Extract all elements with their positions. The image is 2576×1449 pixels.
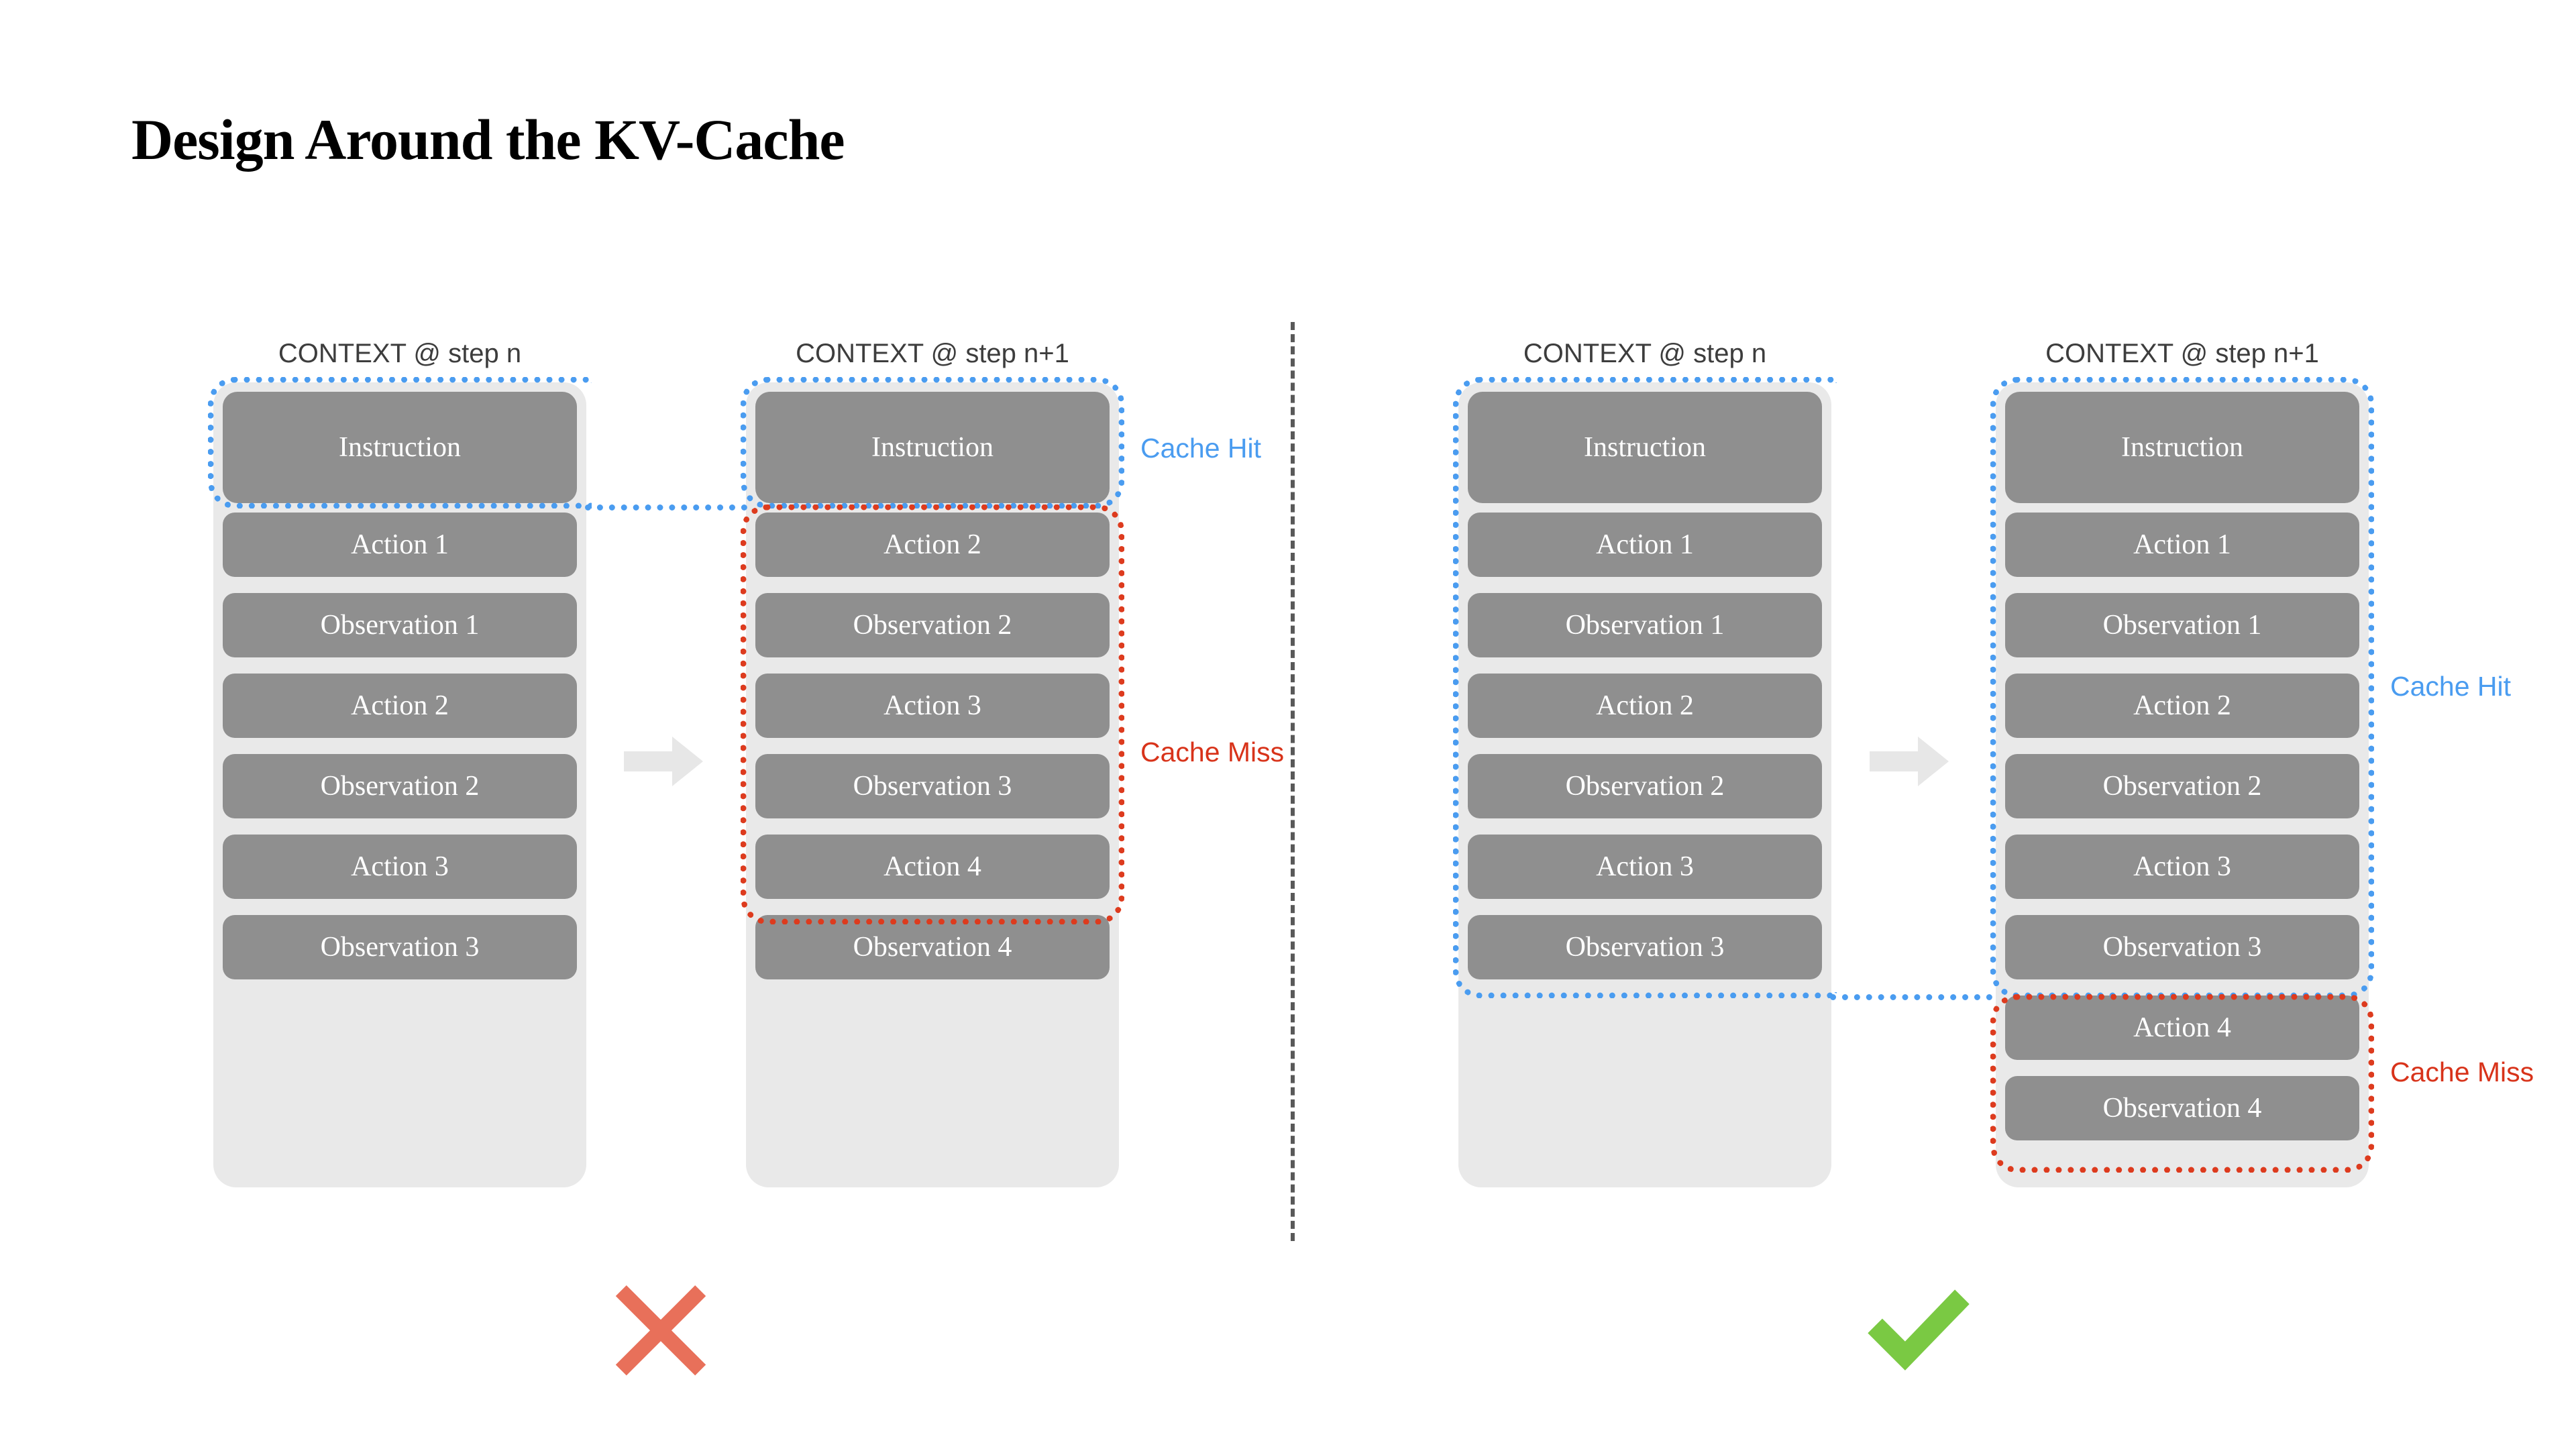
context-item-action-3[interactable]: Action 3: [1468, 835, 1822, 899]
context-item-observation-3[interactable]: Observation 3: [1468, 915, 1822, 979]
context-item-observation-1[interactable]: Observation 1: [1468, 593, 1822, 657]
context-item-observation-2[interactable]: Observation 2: [1468, 754, 1822, 818]
context-column-bad-step-n: Instruction Action 1 Observation 1 Actio…: [213, 382, 586, 1187]
context-item-instruction[interactable]: Instruction: [2005, 392, 2359, 503]
context-item-action-2[interactable]: Action 2: [223, 674, 577, 738]
context-item-action-1[interactable]: Action 1: [1468, 513, 1822, 577]
context-item-observation-3[interactable]: Observation 3: [223, 915, 577, 979]
cache-hit-connector-good: [1830, 994, 1992, 1000]
panel-divider: [1291, 322, 1295, 1241]
context-item-action-2[interactable]: Action 2: [2005, 674, 2359, 738]
context-item-observation-2[interactable]: Observation 2: [2005, 754, 2359, 818]
context-item-observation-1[interactable]: Observation 1: [2005, 593, 2359, 657]
context-item-action-2[interactable]: Action 2: [1468, 674, 1822, 738]
context-column-bad-step-n1: Instruction Action 2 Observation 2 Actio…: [746, 382, 1119, 1187]
column-header-good-step-n: CONTEXT @ step n: [1523, 339, 1767, 368]
context-item-observation-4[interactable]: Observation 4: [2005, 1076, 2359, 1140]
context-item-action-4[interactable]: Action 4: [755, 835, 1110, 899]
context-item-action-4[interactable]: Action 4: [2005, 996, 2359, 1060]
cache-miss-label-bad: Cache Miss: [1140, 737, 1285, 767]
context-item-observation-3[interactable]: Observation 3: [2005, 915, 2359, 979]
cache-hit-label-bad: Cache Hit: [1140, 433, 1262, 464]
column-header-bad-step-n: CONTEXT @ step n: [278, 339, 522, 368]
column-header-bad-step-n1: CONTEXT @ step n+1: [796, 339, 1069, 368]
context-column-good-step-n: Instruction Action 1 Observation 1 Actio…: [1458, 382, 1831, 1187]
context-item-observation-1[interactable]: Observation 1: [223, 593, 577, 657]
cache-miss-label-good: Cache Miss: [2390, 1057, 2534, 1087]
context-item-action-1[interactable]: Action 1: [223, 513, 577, 577]
cache-hit-connector-bad: [585, 504, 747, 511]
context-item-observation-2[interactable]: Observation 2: [755, 593, 1110, 657]
cross-icon: [607, 1275, 714, 1385]
context-item-instruction[interactable]: Instruction: [1468, 392, 1822, 503]
context-item-observation-3[interactable]: Observation 3: [755, 754, 1110, 818]
context-column-good-step-n1: Instruction Action 1 Observation 1 Actio…: [1996, 382, 2369, 1187]
context-item-action-2[interactable]: Action 2: [755, 513, 1110, 577]
context-item-action-3[interactable]: Action 3: [755, 674, 1110, 738]
context-item-instruction[interactable]: Instruction: [223, 392, 577, 503]
flow-arrow-bad: [624, 731, 704, 795]
context-item-action-3[interactable]: Action 3: [2005, 835, 2359, 899]
panel-bad-example: CONTEXT @ step n Instruction Action 1 Ob…: [208, 339, 1285, 1385]
context-item-instruction[interactable]: Instruction: [755, 392, 1110, 503]
context-item-action-1[interactable]: Action 1: [2005, 513, 2359, 577]
page-title: Design Around the KV-Cache: [131, 107, 845, 172]
panel-good-example: CONTEXT @ step n Instruction Action 1 Ob…: [1291, 0, 2576, 1449]
context-item-observation-2[interactable]: Observation 2: [223, 754, 577, 818]
context-item-action-3[interactable]: Action 3: [223, 835, 577, 899]
column-header-good-step-n1: CONTEXT @ step n+1: [2045, 339, 2319, 368]
flow-arrow-good: [1870, 731, 1950, 795]
cache-hit-label-good: Cache Hit: [2390, 671, 2512, 702]
check-icon: [1862, 1273, 1976, 1384]
context-item-observation-4[interactable]: Observation 4: [755, 915, 1110, 979]
